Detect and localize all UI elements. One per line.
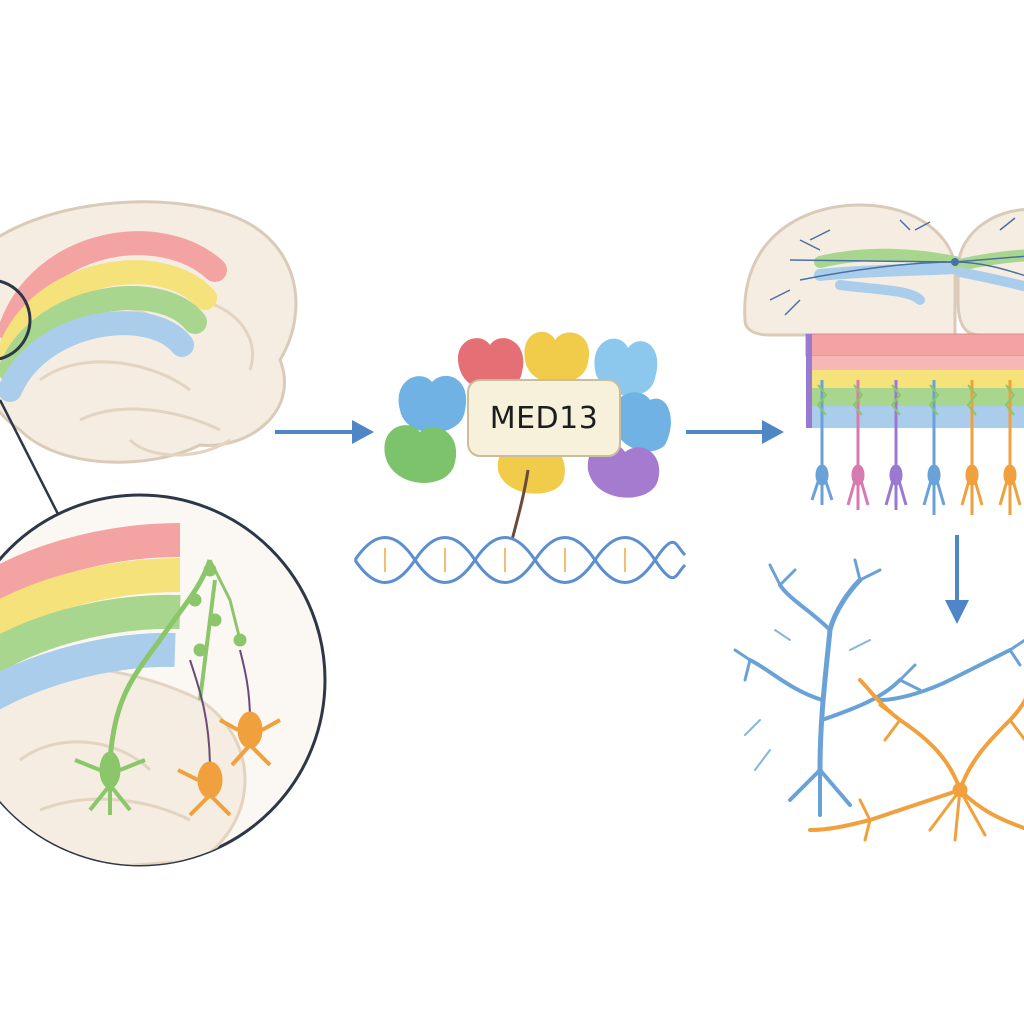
- brain-coronal-icon: [743, 203, 1024, 337]
- magnifier-circle-icon: [0, 493, 327, 867]
- blue-arbor: [733, 558, 1024, 817]
- brain-sagittal-icon: [0, 200, 298, 519]
- orange-arbor: [808, 678, 1024, 842]
- med13-label-box: [467, 379, 621, 457]
- magnifier-origin-circle: [0, 279, 32, 361]
- neuron-green: [74, 559, 247, 815]
- arrow-right-1-icon: [275, 420, 374, 444]
- dendritic-arbor-icon: [733, 558, 1024, 842]
- cortical-bands: [0, 231, 227, 402]
- arrow-down-icon: [945, 535, 969, 624]
- med13-label: MED13: [490, 401, 599, 436]
- neuron-orange: [177, 649, 281, 817]
- mediator-complex-icon: MED13: [384, 331, 671, 541]
- arrow-right-2-icon: [686, 420, 784, 444]
- cortical-layers-icon: [805, 333, 1024, 515]
- layer-neurons: [810, 380, 1022, 515]
- dna-helix-icon: [353, 536, 687, 584]
